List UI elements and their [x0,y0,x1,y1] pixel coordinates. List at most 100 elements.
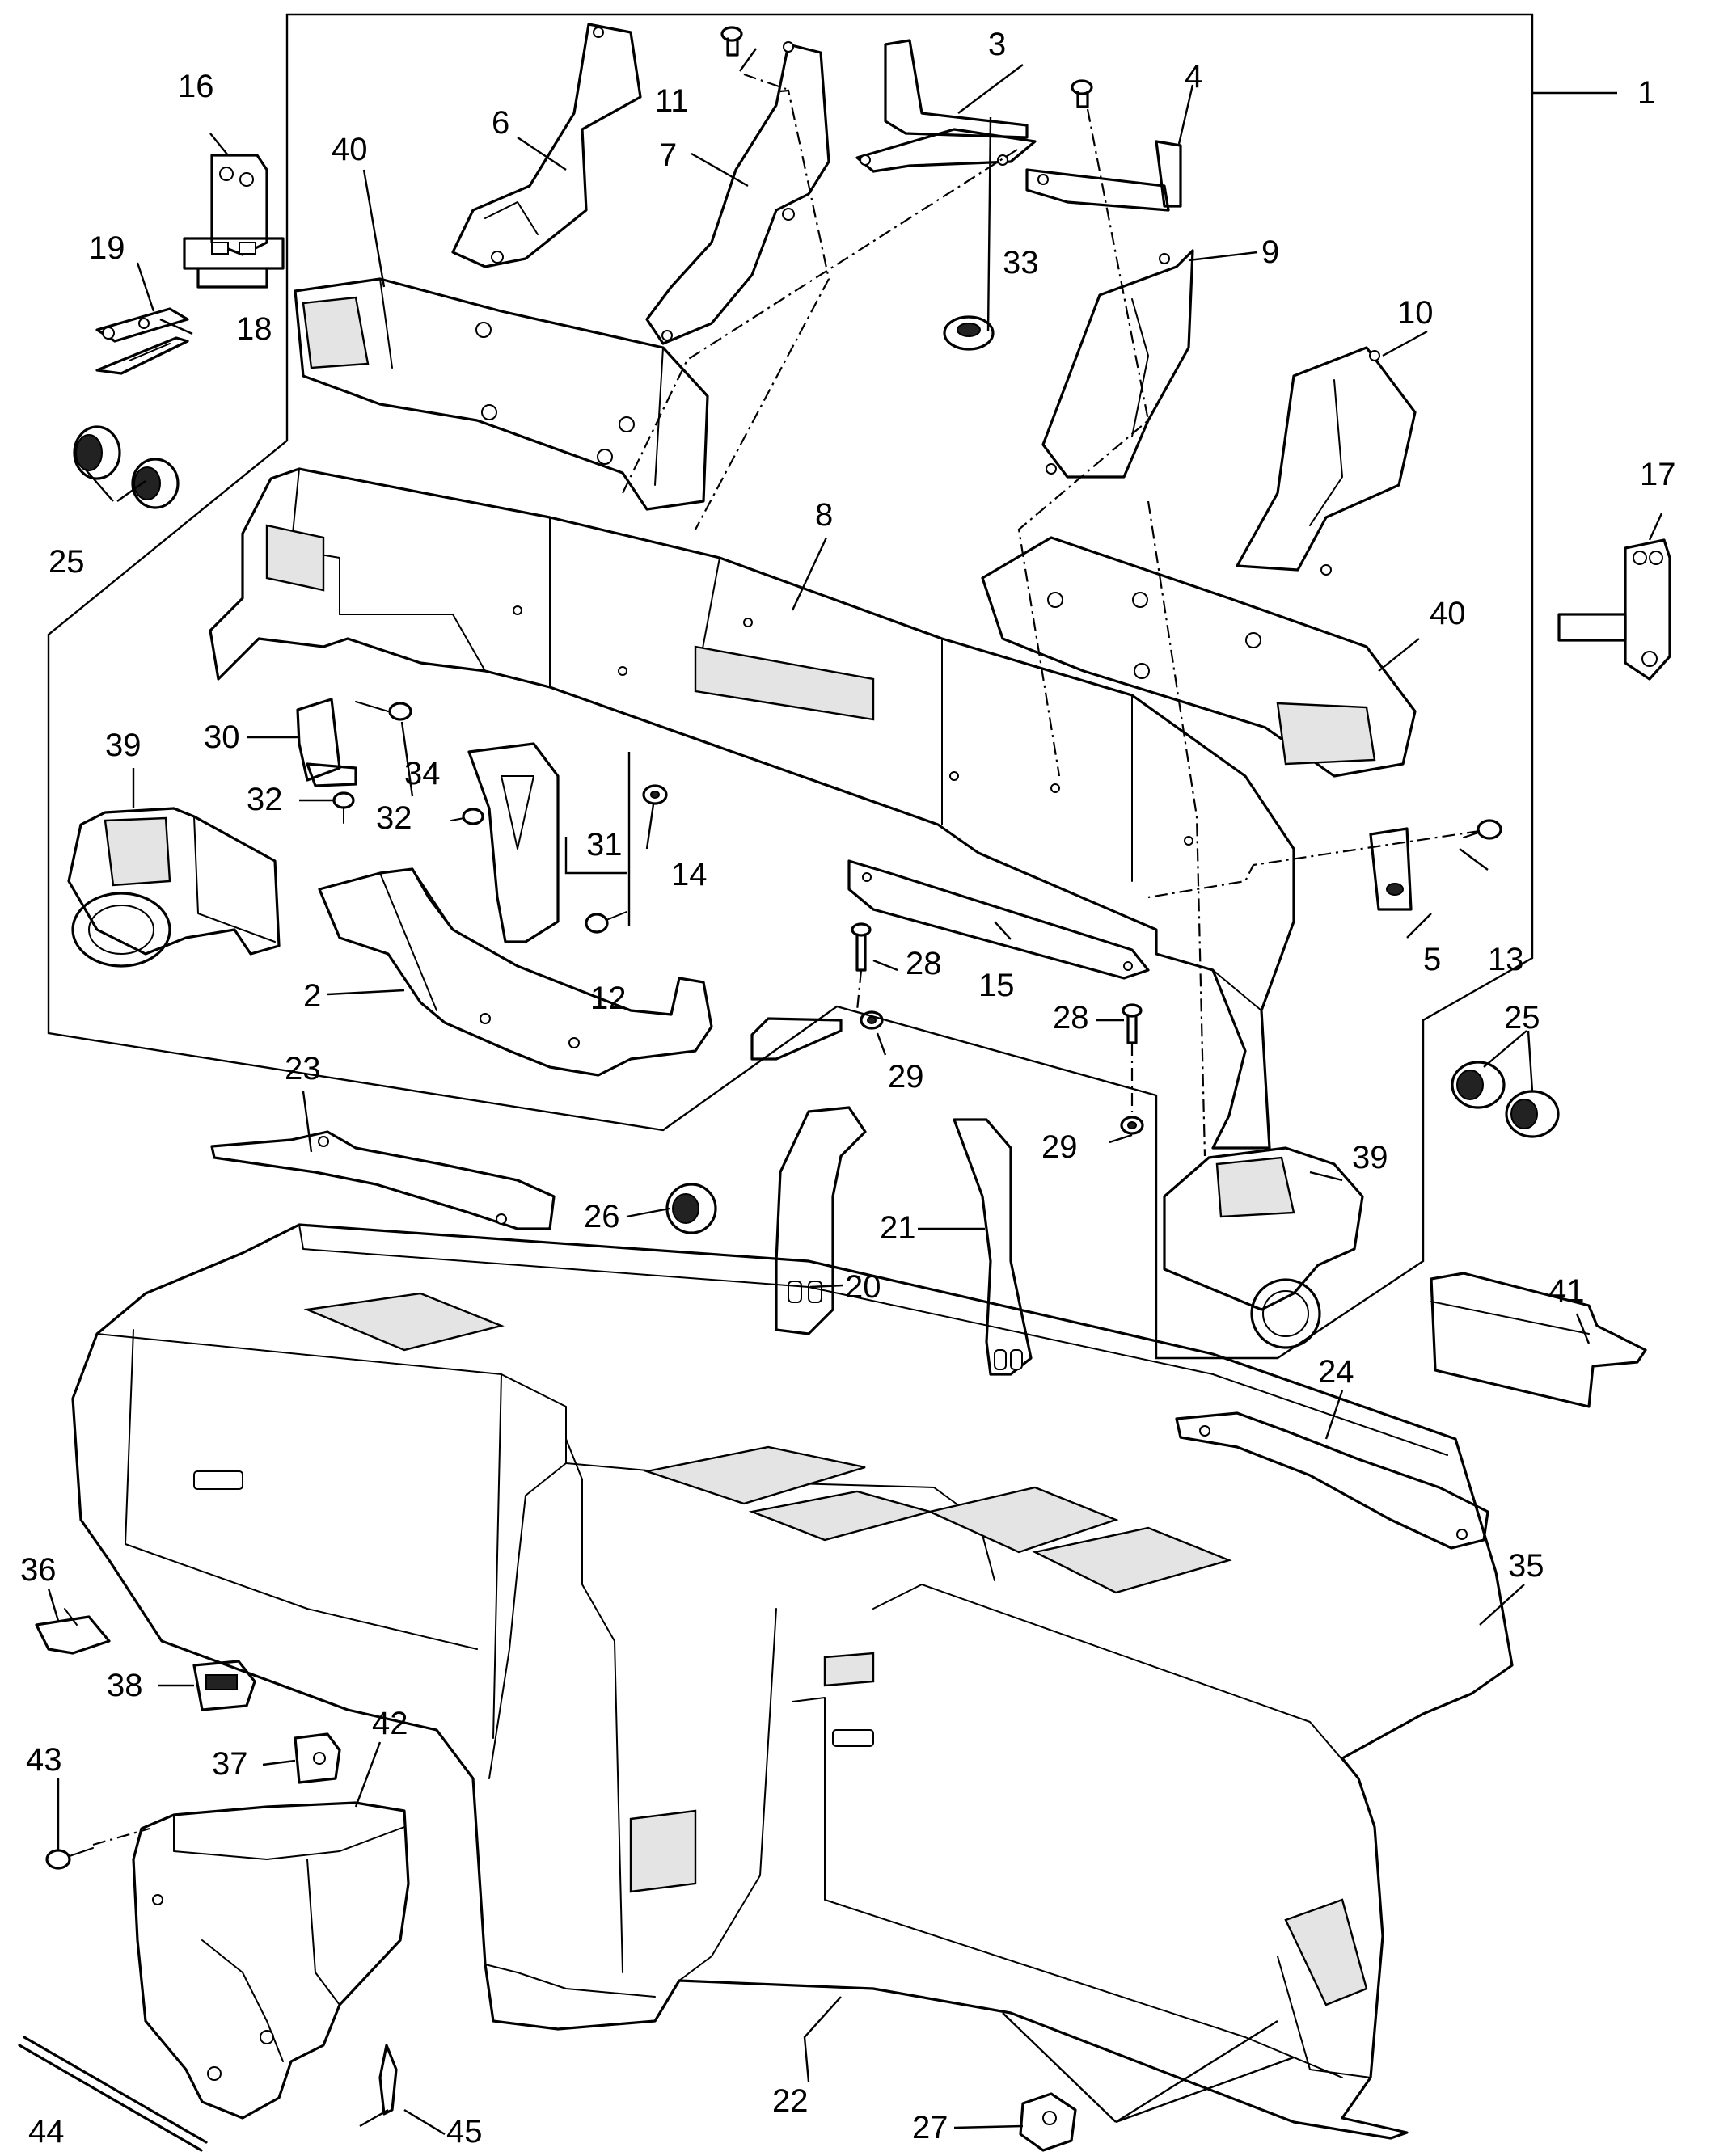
part-26-grommet [665,1183,717,1234]
callout-34: 34 [404,756,441,791]
callout-9: 9 [1261,234,1279,270]
callout-15: 15 [978,968,1015,1003]
callout-16: 16 [178,69,214,104]
part-39-hvac-module-right [1163,1146,1364,1349]
callout-14: 14 [671,857,708,892]
part-12-screw [585,911,627,934]
callout-5: 5 [1423,942,1441,977]
part-35-instrument-panel [71,1223,1514,2140]
part-43-screw [45,1847,94,1870]
part-wedge-clip [750,1017,843,1061]
callout-29-left: 29 [888,1059,924,1095]
part-44-rod [23,2036,208,2144]
callout-35: 35 [1508,1548,1544,1584]
callout-40-left: 40 [332,132,368,167]
callout-32-left: 32 [247,782,283,817]
part-2-bracket [318,867,713,1077]
callout-21: 21 [880,1210,916,1246]
callout-27: 27 [912,2110,948,2145]
part-18-clip [95,336,189,375]
callout-12: 12 [590,981,627,1016]
part-11-screw [720,26,743,57]
callout-33: 33 [1003,245,1039,281]
part-34-screw [355,701,412,721]
part-10-bracket [1236,346,1417,576]
callout-36: 36 [20,1552,57,1588]
part-27-clip [1019,2092,1077,2152]
callout-19: 19 [89,230,125,266]
callout-3: 3 [988,27,1006,62]
callout-23: 23 [285,1051,321,1086]
part-4-bracket [1025,79,1182,212]
callout-6: 6 [492,105,509,141]
part-15-bracket [847,859,1150,980]
callout-13: 13 [1488,942,1524,977]
callout-10: 10 [1397,295,1434,331]
part-25-grommet-right [1451,1061,1560,1138]
part-3-bracket [856,39,1037,173]
part-37-clip [294,1732,341,1784]
callout-20: 20 [845,1269,881,1305]
assembly-center-lines [92,73,1481,1846]
part-29-nut-left [860,1010,884,1030]
callout-8: 8 [815,497,833,533]
part-16-bracket [183,154,285,289]
part-29-nut-right [1120,1116,1144,1135]
part-42-bracket [132,1801,410,2120]
part-33-grommet [943,315,995,351]
callout-17: 17 [1640,457,1676,492]
callout-39-right: 39 [1352,1140,1388,1175]
callout-42: 42 [372,1706,408,1741]
part-13-screw [1463,819,1502,840]
callout-39-left: 39 [105,728,142,763]
callout-31: 31 [586,827,623,863]
part-25-grommet-left [73,425,180,509]
part-30-bracket [296,698,357,787]
callout-41: 41 [1548,1273,1585,1309]
part-8-cross-car-beam [209,467,1295,1150]
part-40-duct-right [981,536,1417,778]
callout-43: 43 [26,1742,62,1778]
callout-4: 4 [1185,59,1202,95]
part-44-rod-edge [18,2044,203,2152]
callout-44: 44 [28,2114,65,2150]
callout-28-right: 28 [1053,1000,1089,1036]
part-17-bracket [1557,538,1671,681]
part-5-clip [1369,827,1413,911]
callout-2: 2 [303,978,321,1014]
callout-40-right: 40 [1430,596,1466,631]
part-32-screw-right [450,808,484,825]
part-38-switch [192,1660,256,1711]
part-9-bracket [1041,249,1194,479]
part-36-clip [35,1608,111,1655]
callout-11: 11 [655,83,689,119]
part-28-bolt-right [1122,1003,1143,1044]
callout-32-right: 32 [376,800,412,836]
callout-1: 1 [1637,75,1655,111]
part-23-bracket [210,1130,556,1230]
callout-37: 37 [212,1746,248,1782]
callout-38: 38 [107,1668,143,1703]
callout-7: 7 [659,137,677,173]
part-32-screw-left [332,791,355,824]
part-19-clip [95,307,189,343]
part-39-hvac-module-left [67,807,281,968]
callout-28-left: 28 [906,946,942,981]
callout-45: 45 [446,2114,483,2150]
part-40-duct-left [294,277,709,511]
callout-22: 22 [772,2083,809,2119]
callout-29-right: 29 [1041,1129,1078,1165]
part-28-bolt-left [851,922,872,972]
part-21-bracket [953,1118,1033,1376]
part-24-bracket [1175,1411,1489,1550]
callout-25-right: 25 [1504,1000,1540,1036]
callout-26: 26 [584,1199,620,1234]
callout-25-left: 25 [49,544,85,580]
assembly-outline [47,13,1534,1360]
part-7-bracket [645,41,830,345]
callout-30: 30 [204,719,240,755]
part-6-bracket [451,23,642,268]
callout-24: 24 [1318,1354,1354,1390]
part-41-bracket [1430,1272,1647,1408]
